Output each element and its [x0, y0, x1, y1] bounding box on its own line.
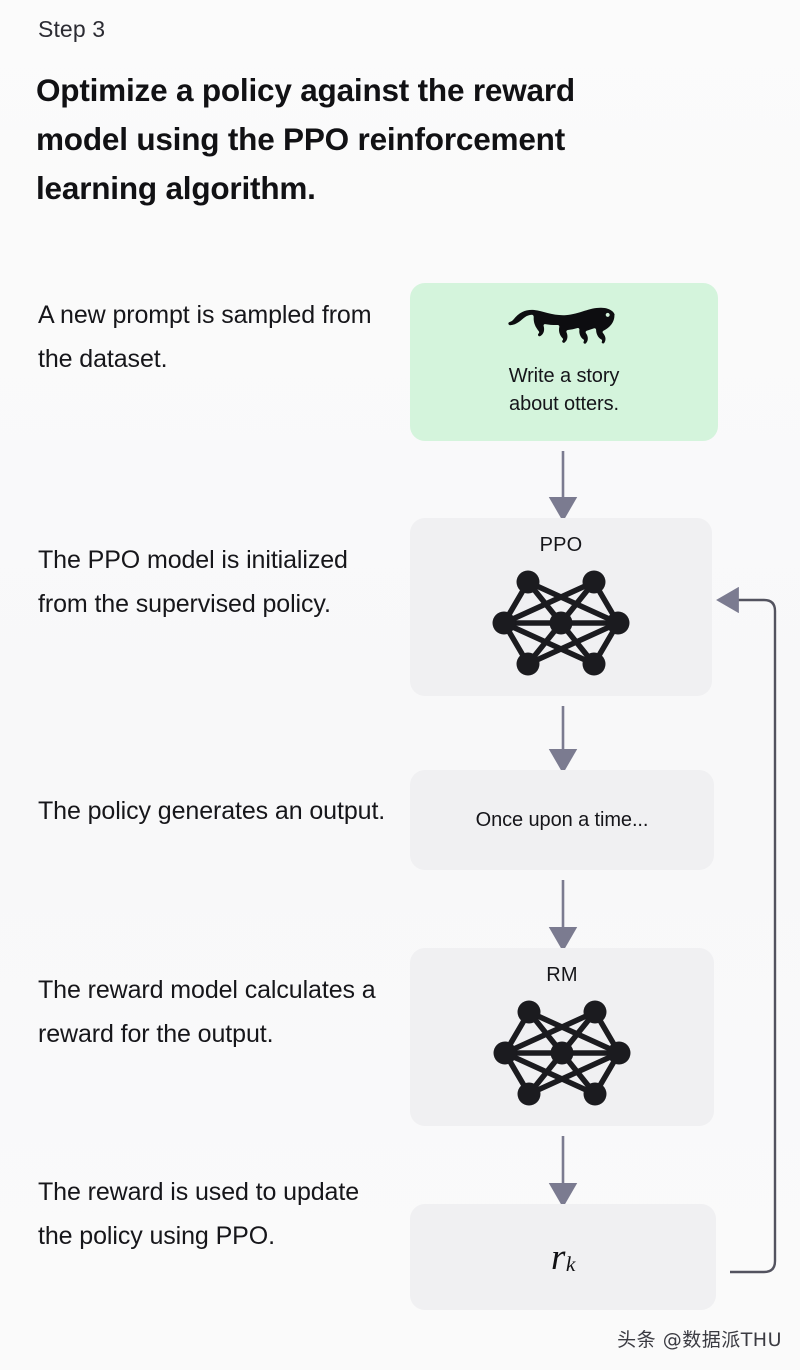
neural-network-icon [410, 564, 712, 682]
output-text: Once upon a time... [475, 808, 649, 831]
caption-policy-output: The policy generates an output. [38, 797, 386, 825]
otter-silhouette-icon [410, 301, 718, 347]
page-title: Optimize a policy against the reward mod… [36, 72, 575, 206]
ppo-model-box: PPO [410, 518, 712, 696]
prompt-box: Write a story about otters. [410, 283, 718, 441]
ppo-box-title: PPO [539, 534, 583, 556]
reward-symbol-base: r [551, 1236, 566, 1278]
arrow-feedback-loop [716, 586, 777, 1274]
step-label: Step 3 [38, 16, 106, 42]
neural-network-icon [410, 994, 714, 1112]
prompt-text-line2: about otters. [509, 393, 619, 415]
reward-model-box: RM [410, 948, 714, 1126]
prompt-text-line1: Write a story [508, 365, 620, 387]
caption-prompt-sampled: A new prompt is sampled from the dataset… [38, 301, 372, 373]
caption-ppo-initialized: The PPO model is initialized from the su… [38, 546, 348, 618]
output-box: Once upon a time... [410, 770, 714, 870]
reward-symbol-subscript: k [565, 1252, 576, 1276]
prompt-text: Write a story about otters. [410, 362, 718, 418]
caption-reward-calculated: The reward model calculates a reward for… [38, 976, 376, 1048]
watermark: 头条 @数据派THU [617, 1329, 782, 1351]
rm-box-title: RM [546, 964, 578, 986]
caption-reward-update: The reward is used to update the policy … [38, 1178, 360, 1250]
